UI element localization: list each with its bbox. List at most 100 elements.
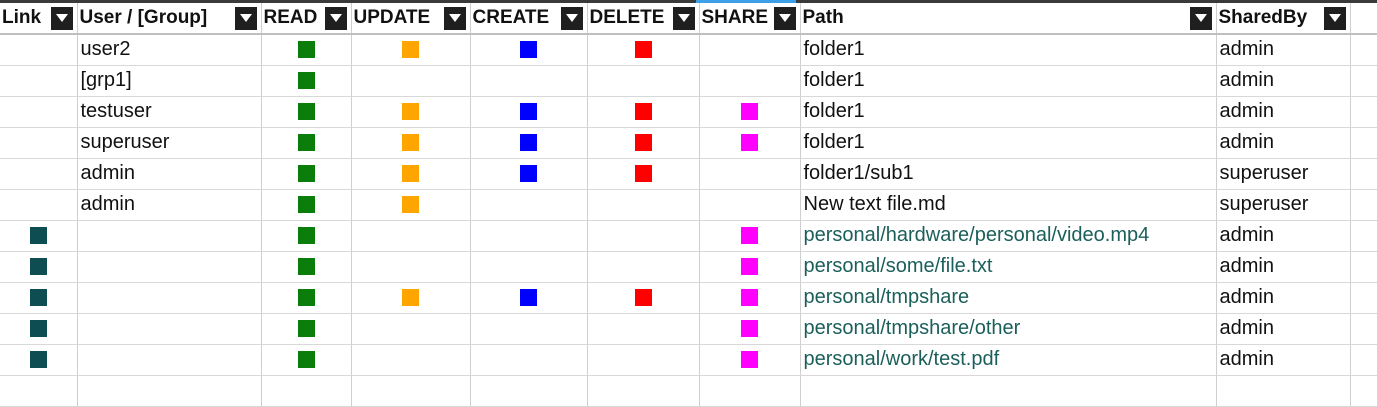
cell-user[interactable]: user2: [77, 34, 262, 66]
filter-dropdown-button[interactable]: [1323, 6, 1346, 30]
cell-sharedby[interactable]: admin: [1216, 220, 1351, 252]
cell-user[interactable]: [77, 282, 262, 314]
active-column-indicator: [696, 0, 796, 3]
cell-delete: [587, 127, 700, 159]
cell-path[interactable]: folder1/sub1: [800, 158, 1217, 190]
filter-dropdown-button[interactable]: [234, 6, 257, 30]
cell-create: [470, 34, 588, 66]
cell-delete: [587, 158, 700, 190]
column-header-share: SHARE: [699, 3, 801, 35]
cell-path[interactable]: personal/some/file.txt: [800, 251, 1217, 283]
empty-cell: [77, 375, 262, 407]
update-permission-indicator: [402, 289, 419, 306]
chevron-down-icon: [448, 14, 461, 22]
cell-link: [0, 65, 78, 97]
empty-cell: [800, 375, 1217, 407]
delete-permission-indicator: [634, 289, 652, 306]
cell-update: [351, 251, 471, 283]
cell-sharedby[interactable]: admin: [1216, 251, 1351, 283]
chevron-down-icon: [1328, 14, 1341, 22]
cell-user[interactable]: admin: [77, 189, 262, 221]
cell-sharedby[interactable]: admin: [1216, 65, 1351, 97]
cell-sharedby[interactable]: admin: [1216, 344, 1351, 376]
column-header-path: Path: [800, 3, 1217, 35]
sharedby-text: superuser: [1219, 193, 1309, 215]
delete-permission-indicator: [634, 41, 652, 59]
cell-path[interactable]: personal/tmpshare: [800, 282, 1217, 314]
cell-share: [699, 282, 801, 314]
cell-update: [351, 220, 471, 252]
cell-delete: [587, 34, 700, 66]
cell-user[interactable]: [77, 344, 262, 376]
read-permission-indicator: [297, 165, 315, 182]
cell-user[interactable]: [grp1]: [77, 65, 262, 97]
cell-path[interactable]: folder1: [800, 96, 1217, 128]
cell-path[interactable]: personal/work/test.pdf: [800, 344, 1217, 376]
column-label: UPDATE: [353, 7, 431, 28]
cell-create: [470, 282, 588, 314]
cell-spacer: [1350, 189, 1377, 221]
cell-spacer: [1350, 220, 1377, 252]
filter-dropdown-button[interactable]: [773, 6, 796, 30]
cell-user[interactable]: [77, 220, 262, 252]
path-text: folder1: [803, 100, 865, 122]
cell-path[interactable]: folder1: [800, 65, 1217, 97]
delete-permission-indicator: [634, 134, 652, 151]
cell-path[interactable]: New text file.md: [800, 189, 1217, 221]
table-row[interactable]: personal/tmpshare admin: [0, 282, 1377, 314]
filter-dropdown-button[interactable]: [443, 6, 466, 30]
cell-share: [699, 158, 801, 190]
cell-path[interactable]: folder1: [800, 34, 1217, 66]
cell-sharedby[interactable]: superuser: [1216, 158, 1351, 190]
cell-path[interactable]: personal/tmpshare/other: [800, 313, 1217, 345]
cell-user[interactable]: testuser: [77, 96, 262, 128]
cell-sharedby[interactable]: superuser: [1216, 189, 1351, 221]
column-label: Path: [802, 7, 844, 28]
empty-cell: [0, 375, 78, 407]
read-permission-indicator: [297, 258, 315, 275]
cell-sharedby[interactable]: admin: [1216, 96, 1351, 128]
cell-create: [470, 96, 588, 128]
cell-spacer: [1350, 158, 1377, 190]
filter-dropdown-button[interactable]: [672, 6, 695, 30]
cell-sharedby[interactable]: admin: [1216, 313, 1351, 345]
sharedby-text: admin: [1219, 100, 1274, 122]
cell-path[interactable]: folder1: [800, 127, 1217, 159]
cell-path[interactable]: personal/hardware/personal/video.mp4: [800, 220, 1217, 252]
table-row[interactable]: testuser folder1 admin: [0, 96, 1377, 128]
filter-dropdown-button[interactable]: [50, 6, 73, 30]
cell-create: [470, 127, 588, 159]
cell-spacer: [1350, 282, 1377, 314]
path-text: personal/tmpshare: [803, 286, 970, 308]
filter-dropdown-button[interactable]: [560, 6, 583, 30]
cell-sharedby[interactable]: admin: [1216, 282, 1351, 314]
filter-dropdown-button[interactable]: [1189, 6, 1212, 30]
top-border: [0, 0, 1377, 3]
cell-sharedby[interactable]: admin: [1216, 127, 1351, 159]
share-permission-indicator: [741, 320, 758, 337]
chevron-down-icon: [239, 14, 252, 22]
sharedby-text: admin: [1219, 131, 1274, 153]
cell-user[interactable]: admin: [77, 158, 262, 190]
cell-update: [351, 313, 471, 345]
cell-user[interactable]: [77, 313, 262, 345]
cell-sharedby[interactable]: admin: [1216, 34, 1351, 66]
filter-dropdown-button[interactable]: [324, 6, 347, 30]
cell-link: [0, 313, 78, 345]
read-permission-indicator: [297, 134, 315, 151]
share-permission-indicator: [741, 258, 758, 275]
user-text: superuser: [80, 131, 170, 153]
cell-user[interactable]: [77, 251, 262, 283]
user-text: admin: [80, 162, 135, 184]
cell-user[interactable]: superuser: [77, 127, 262, 159]
cell-create: [470, 313, 588, 345]
